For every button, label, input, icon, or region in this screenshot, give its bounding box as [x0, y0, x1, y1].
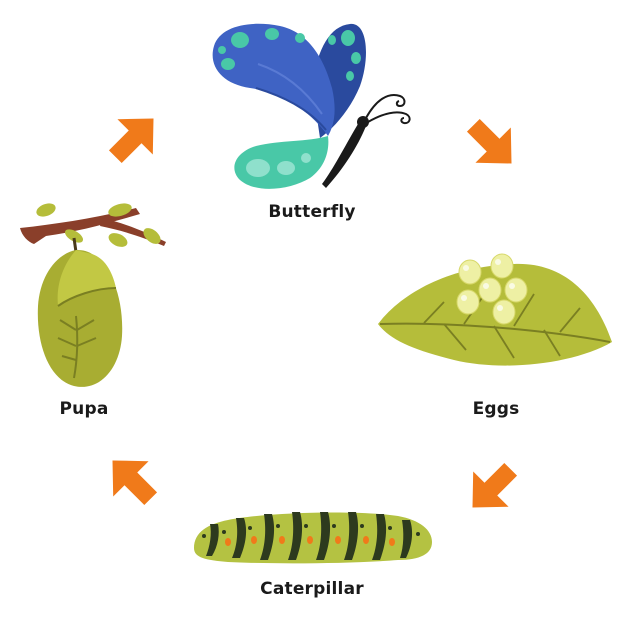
- caterpillar-label: Caterpillar: [260, 579, 364, 599]
- pupa-label: Pupa: [59, 399, 109, 419]
- butterfly-label: Butterfly: [268, 202, 356, 222]
- arrow-pupa-to-butterfly: [108, 118, 154, 164]
- eggs-on-leaf-icon: [378, 253, 612, 366]
- arrow-butterfly-to-eggs: [466, 118, 512, 164]
- arrow-eggs-to-caterpillar: [472, 462, 518, 508]
- caterpillar-icon: [194, 512, 432, 564]
- arrow-caterpillar-to-pupa: [112, 460, 158, 506]
- chrysalis-icon: [20, 203, 166, 387]
- butterfly-icon: [212, 23, 411, 189]
- eggs-label: Eggs: [472, 399, 520, 419]
